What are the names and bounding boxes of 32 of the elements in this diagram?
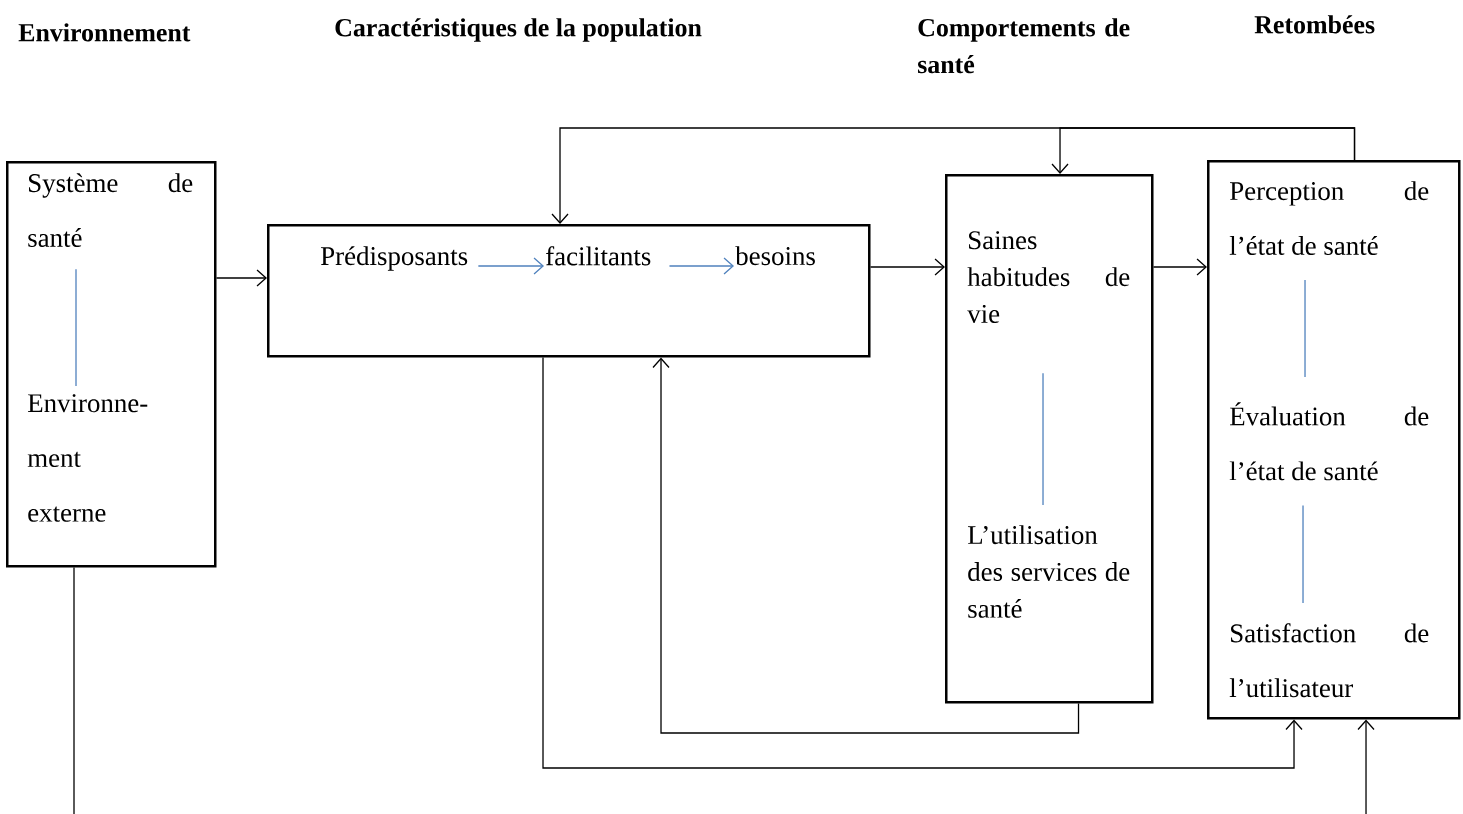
arrow xyxy=(477,257,544,275)
column-heading: Retombées xyxy=(1254,15,1375,34)
box-text: facilitants xyxy=(546,246,651,266)
connector-line xyxy=(1304,279,1306,378)
arrow xyxy=(542,356,1303,769)
column-heading: Comportements de santé xyxy=(918,18,1130,74)
arrow xyxy=(869,258,945,276)
box-text: Saines habitudes de vie xyxy=(967,231,1130,323)
box-text: Système de santé xyxy=(28,173,193,247)
arrow xyxy=(1152,258,1207,276)
connector-line xyxy=(75,268,77,387)
box-text: Prédisposants xyxy=(321,246,468,271)
connector-line xyxy=(1302,504,1304,604)
box-text: Perception de l’état de santé xyxy=(1229,181,1429,255)
column-heading: Caractéristiques de la population xyxy=(335,18,702,42)
arrow xyxy=(215,269,267,287)
rectangle-box xyxy=(1207,160,1461,720)
box-text: L’utilisation des services de santé xyxy=(968,525,1130,618)
box-text: besoins xyxy=(735,246,815,266)
column-heading: Environnement xyxy=(18,23,191,42)
box-text: Satisfaction de l’utilisateur xyxy=(1229,623,1429,698)
arrow xyxy=(1357,719,1375,814)
rectangle-box xyxy=(267,224,871,358)
arrow xyxy=(652,357,1080,734)
box-text: Évaluation de l’état de santé xyxy=(1229,402,1429,481)
rectangle-box xyxy=(6,161,217,568)
rectangle-box xyxy=(945,174,1154,704)
box-text: Environne- ment externe xyxy=(27,394,148,522)
connector-line xyxy=(73,566,75,814)
arrow xyxy=(668,257,734,275)
connector-line xyxy=(1042,372,1044,506)
arrow xyxy=(1051,127,1356,174)
